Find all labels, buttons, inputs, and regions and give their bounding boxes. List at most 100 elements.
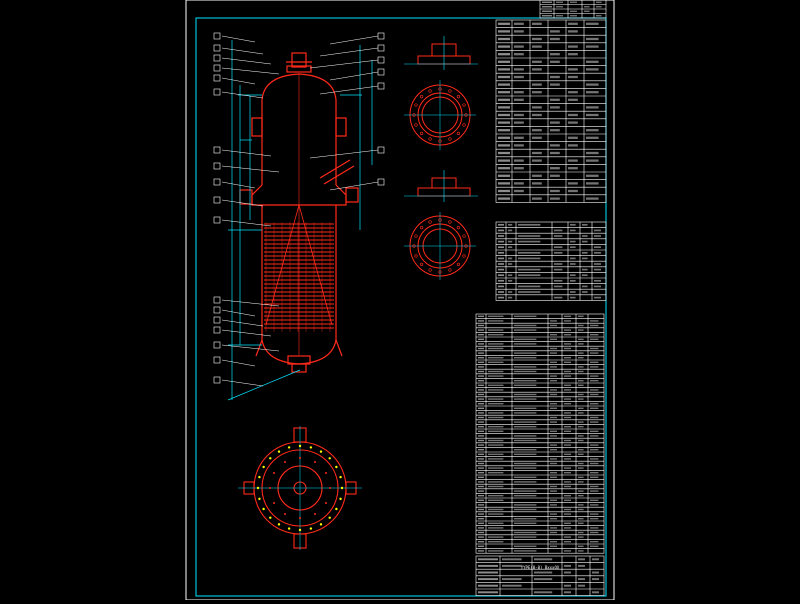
bolt-hole bbox=[258, 475, 261, 479]
table-cell-text bbox=[556, 6, 563, 8]
table-cell-text bbox=[550, 375, 557, 377]
table-cell-text bbox=[478, 430, 484, 432]
table-cell-text bbox=[518, 274, 541, 277]
table-cell-text bbox=[478, 453, 484, 455]
table-cell-text bbox=[488, 412, 504, 414]
table-cell-text bbox=[488, 398, 504, 400]
table-cell-text bbox=[578, 462, 584, 465]
table-cell-text bbox=[478, 571, 498, 574]
table-cell-text bbox=[550, 527, 557, 529]
bolt-hole bbox=[462, 234, 466, 238]
title-block bbox=[475, 555, 605, 596]
table-cell-text bbox=[568, 30, 578, 33]
part-marker bbox=[377, 32, 385, 40]
table-cell-text bbox=[502, 584, 522, 587]
table-cell-text bbox=[578, 393, 584, 396]
table-cell-text bbox=[514, 75, 524, 79]
leader-line bbox=[221, 181, 256, 189]
table-cell-text bbox=[550, 485, 557, 488]
table-cell-text bbox=[488, 357, 504, 359]
table-cell-text bbox=[570, 246, 576, 249]
table-cell-text bbox=[586, 106, 599, 109]
table-cell-text bbox=[508, 274, 513, 277]
table-cell-text bbox=[550, 458, 557, 460]
table-cell-text bbox=[578, 370, 584, 373]
table-cell-text bbox=[478, 315, 484, 317]
table-cell-text bbox=[478, 531, 484, 534]
leader-line bbox=[309, 149, 379, 159]
table-cell-text bbox=[550, 53, 560, 56]
table-cell-text bbox=[488, 320, 504, 322]
table-cell-text bbox=[514, 68, 524, 71]
dimension-lines bbox=[227, 40, 373, 401]
table-cell-text bbox=[554, 268, 563, 271]
table-cell-text bbox=[532, 136, 542, 139]
table-cell-text bbox=[578, 449, 584, 451]
table-cell-text bbox=[584, 6, 590, 8]
table-cell-text bbox=[514, 435, 537, 437]
table-cell-text bbox=[478, 508, 484, 511]
table-cell-text bbox=[592, 558, 599, 561]
part-marker bbox=[213, 64, 221, 72]
table-cell-text bbox=[534, 591, 553, 594]
bolt-hole bbox=[448, 268, 452, 272]
table-cell-text bbox=[578, 439, 584, 442]
bolt-hole bbox=[420, 95, 424, 99]
bolt-hole bbox=[256, 486, 260, 490]
table-cell-text bbox=[514, 182, 524, 185]
table-cell-text bbox=[488, 499, 504, 501]
revision-block bbox=[539, 0, 607, 19]
table-cell-text bbox=[514, 22, 524, 25]
table-cell-text bbox=[508, 291, 513, 293]
leader-lines bbox=[221, 35, 379, 387]
table-cell-text bbox=[478, 541, 484, 543]
bolt-hole bbox=[262, 465, 265, 469]
part-marker bbox=[213, 88, 221, 96]
table-cell-text bbox=[564, 522, 571, 524]
bolt-hole bbox=[438, 218, 442, 222]
bolt-hole bbox=[287, 527, 291, 530]
bolt-hole bbox=[335, 507, 338, 511]
table-cell-text bbox=[590, 545, 599, 547]
table-cell-text bbox=[570, 274, 576, 277]
table-cell-text bbox=[488, 467, 504, 469]
part-marker bbox=[377, 68, 385, 76]
table-cell-text bbox=[518, 251, 541, 254]
table-cell-text bbox=[498, 167, 510, 170]
table-cell-text bbox=[532, 60, 542, 63]
part-marker bbox=[213, 326, 221, 334]
table-cell-text bbox=[488, 472, 504, 474]
table-cell-text bbox=[478, 352, 484, 354]
table-cell-text bbox=[550, 462, 557, 465]
table-cell-text bbox=[478, 462, 484, 465]
table-cell-text bbox=[514, 531, 537, 534]
bolt-hole bbox=[414, 123, 418, 127]
table-cell-text bbox=[564, 472, 571, 474]
table-cell-text bbox=[498, 30, 510, 33]
table-cell-text bbox=[508, 229, 513, 232]
pipe-hole bbox=[299, 457, 301, 459]
table-cell-text bbox=[590, 462, 599, 465]
table-cell-text bbox=[590, 416, 599, 419]
bolt-holes-top bbox=[412, 87, 468, 143]
table-cell-text bbox=[550, 174, 560, 177]
table-cell-text bbox=[564, 334, 571, 336]
table-cell-text bbox=[568, 189, 578, 193]
table-cell-text bbox=[478, 439, 484, 442]
table-cell-text bbox=[570, 296, 576, 299]
table-cell-text bbox=[550, 545, 557, 547]
table-cell-text bbox=[578, 481, 584, 483]
table-cell-text bbox=[554, 246, 563, 249]
table-cell-text bbox=[498, 106, 510, 109]
table-cell-text bbox=[550, 37, 560, 41]
bolt-hole bbox=[277, 523, 281, 526]
bolt-hole bbox=[414, 254, 418, 258]
table-cell-text bbox=[478, 467, 484, 469]
table-cell-text bbox=[590, 352, 599, 354]
table-cell-text bbox=[498, 75, 510, 79]
table-cell-text bbox=[564, 384, 571, 386]
table-cell-text bbox=[550, 513, 557, 515]
table-cell-text bbox=[592, 591, 599, 594]
table-cell-text bbox=[564, 375, 571, 377]
table-cell-text bbox=[550, 416, 557, 419]
